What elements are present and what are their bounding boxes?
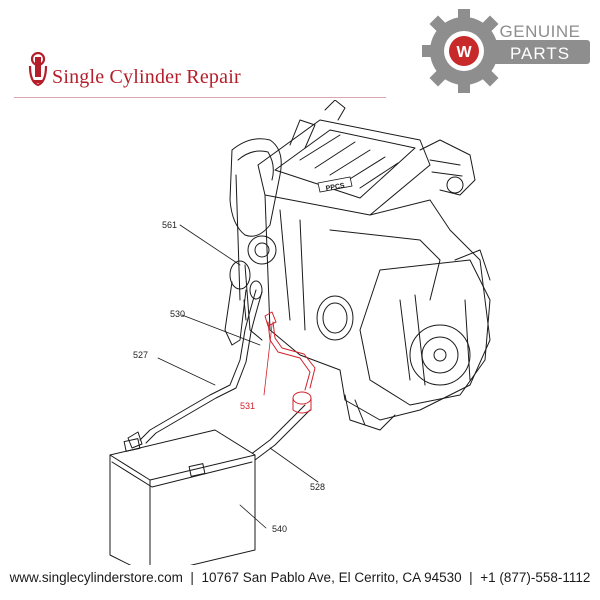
footer-website-link[interactable]: www.singlecylinderstore.com — [9, 570, 183, 585]
callout-531[interactable]: 531 — [240, 401, 255, 411]
footer-separator: | — [469, 570, 473, 585]
engine-plate: PPCS — [317, 176, 353, 193]
footer-phone-link[interactable]: +1 (877)-558-1112 — [480, 570, 591, 585]
battery-cable-527 — [127, 289, 263, 449]
engine-plate-text: PPCS — [325, 182, 345, 192]
page-footer: www.singlecylinderstore.com | 10767 San … — [0, 570, 600, 594]
header-divider — [14, 97, 386, 98]
callout-labels: 561 530 527 531 528 540 — [133, 220, 325, 534]
leader-lines — [157, 224, 319, 529]
engine-block — [229, 100, 491, 431]
footer-address: 10767 San Pablo Ave, El Cerrito, CA 9453… — [201, 570, 462, 585]
genuine-parts-badge: W GENUINE PARTS — [422, 9, 590, 93]
callout-561[interactable]: 561 — [162, 220, 177, 230]
single-cylinder-logo-icon — [28, 52, 48, 87]
badge-emblem-letter: W — [456, 44, 472, 61]
callout-540[interactable]: 540 — [272, 524, 287, 534]
footer-separator: | — [190, 570, 194, 585]
callout-527[interactable]: 527 — [133, 350, 148, 360]
page-header: Single Cylinder Repair W GENUINE PARTS — [0, 0, 600, 100]
battery-540 — [109, 429, 256, 565]
starter-motor — [224, 260, 263, 346]
brand-name[interactable]: Single Cylinder Repair — [52, 66, 241, 88]
badge-parts-text: PARTS — [510, 44, 570, 63]
parts-diagram: PPCS 561 530 527 531 528 540 — [109, 100, 491, 565]
badge-genuine-text: GENUINE — [500, 22, 581, 41]
callout-528[interactable]: 528 — [310, 482, 325, 492]
harness-cable-531 — [264, 311, 316, 414]
callout-530[interactable]: 530 — [170, 309, 185, 319]
